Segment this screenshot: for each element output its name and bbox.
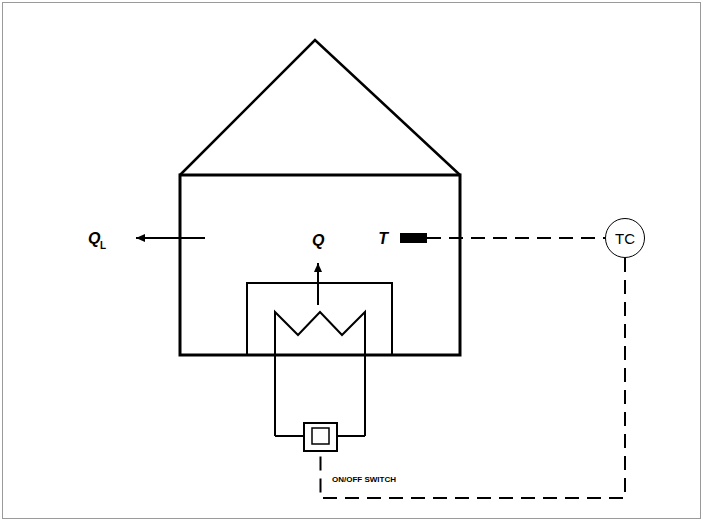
- on-off-switch: ON/OFF SWITCH: [303, 422, 338, 452]
- node-text: TC: [615, 230, 635, 247]
- heater-housing: [247, 283, 392, 355]
- frame: [3, 3, 701, 519]
- node-text: T: [378, 230, 388, 248]
- node-text: ON/OFF SWITCH: [332, 475, 396, 484]
- temperature-sensor: T: [400, 233, 427, 243]
- house-wall: [180, 175, 460, 355]
- heat-loss-symbol: Q: [88, 230, 100, 248]
- heat-symbol: Q: [312, 232, 324, 250]
- heat-flow-arrow: [317, 263, 319, 305]
- subscript: L: [100, 240, 106, 251]
- switch-contact: [312, 428, 329, 444]
- roof: [180, 40, 460, 175]
- heater-coil: [275, 312, 365, 436]
- heat-loss-arrow: [136, 237, 205, 239]
- signal-line: [427, 237, 605, 239]
- signal-line: [321, 258, 626, 498]
- heater-wire: [275, 435, 365, 437]
- temperature-controller: TC: [605, 218, 645, 258]
